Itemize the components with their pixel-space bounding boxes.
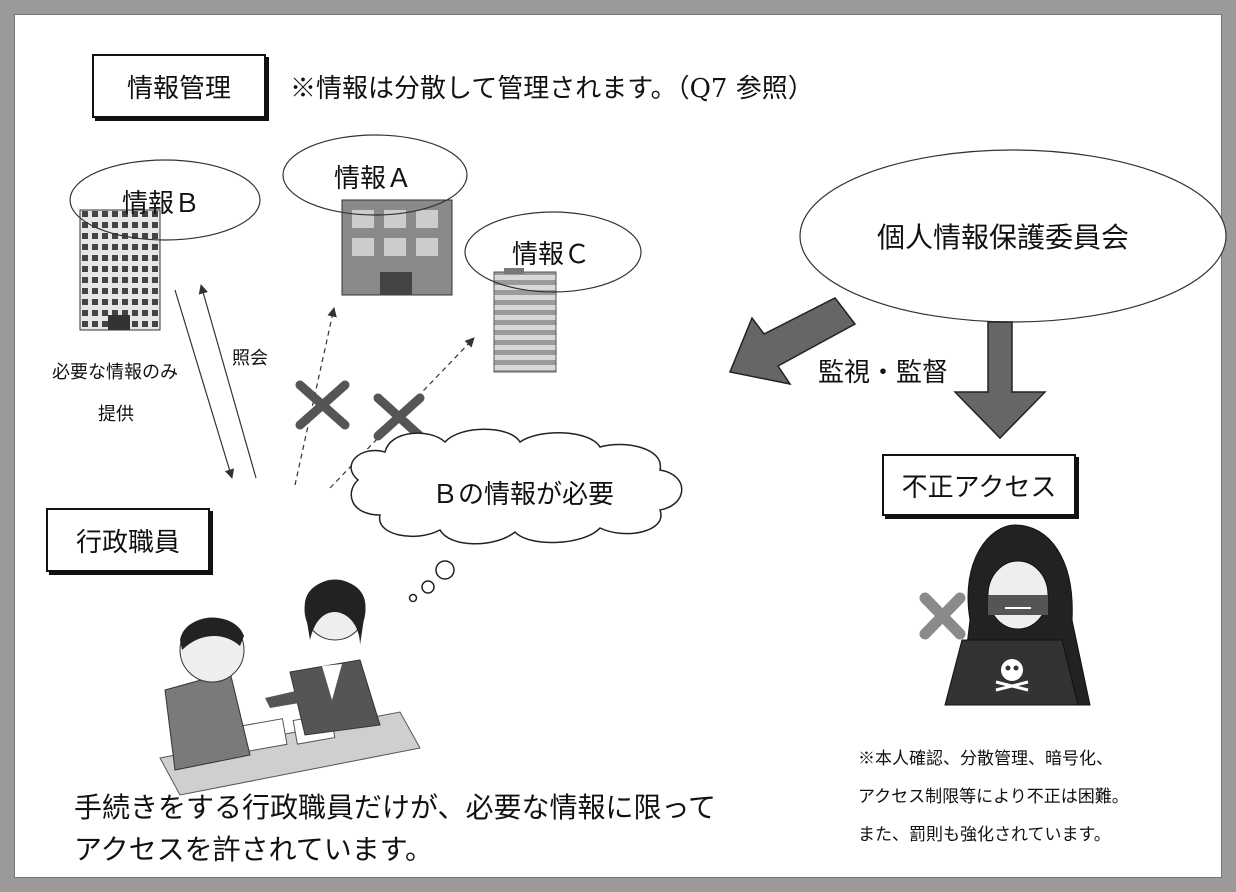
distributed-note: ※情報は分散して管理されます。（Q7 参照） bbox=[290, 74, 814, 104]
staff-box: 行政職員 bbox=[46, 508, 210, 572]
info-a-label: 情報Ａ bbox=[334, 164, 413, 194]
info-management-label: 情報管理 bbox=[126, 73, 231, 104]
illegal-access-box: 不正アクセス bbox=[882, 454, 1076, 516]
bottom-right-line3: また、罰則も強化されています。 bbox=[858, 825, 1111, 845]
provide-label: 必要な情報のみ bbox=[52, 362, 178, 383]
inquiry-arrow bbox=[198, 284, 257, 479]
monitor-label: 監視・監督 bbox=[818, 358, 949, 388]
thought-dot bbox=[435, 560, 455, 580]
monitor-arrow-down bbox=[953, 321, 1047, 440]
staff-label: 行政職員 bbox=[75, 527, 180, 558]
thought-text: Ｂの情報が必要 bbox=[432, 480, 615, 510]
committee-ellipse bbox=[799, 149, 1227, 323]
info-c-ellipse bbox=[464, 211, 642, 293]
info-a-ellipse bbox=[282, 134, 468, 216]
info-c-label: 情報Ｃ bbox=[512, 240, 591, 270]
meeting-illustration bbox=[159, 579, 421, 796]
blocked-x-icon bbox=[373, 393, 425, 441]
hacker-illustration bbox=[944, 524, 1091, 706]
thought-dot bbox=[408, 593, 418, 603]
illegal-access-label: 不正アクセス bbox=[901, 472, 1057, 503]
thought-dot bbox=[421, 580, 435, 594]
info-management-box: 情報管理 bbox=[92, 54, 266, 118]
bottom-right-line2: アクセス制限等により不正は困難。 bbox=[858, 787, 1129, 807]
thought-cloud bbox=[350, 428, 683, 545]
info-b-ellipse bbox=[69, 159, 261, 241]
monitor-arrow-left bbox=[728, 297, 857, 386]
hacker-cross-icon bbox=[919, 592, 966, 640]
info-b-label: 情報Ｂ bbox=[122, 189, 201, 219]
blocked-x-icon bbox=[295, 380, 350, 430]
building-a-icon bbox=[341, 199, 453, 296]
provide-arrow bbox=[174, 289, 235, 479]
building-c-icon bbox=[493, 268, 557, 373]
inquiry-label: 照会 bbox=[232, 348, 268, 369]
bottom-left-line1: 手続きをする行政職員だけが、必要な情報に限って bbox=[74, 791, 717, 824]
bottom-left-line2: アクセスを許されています。 bbox=[74, 833, 433, 866]
bottom-right-line1: ※本人確認、分散管理、暗号化、 bbox=[858, 749, 1113, 769]
provide-label-2: 提供 bbox=[98, 404, 134, 425]
building-b-icon bbox=[79, 209, 161, 331]
committee-label: 個人情報保護委員会 bbox=[877, 221, 1130, 254]
